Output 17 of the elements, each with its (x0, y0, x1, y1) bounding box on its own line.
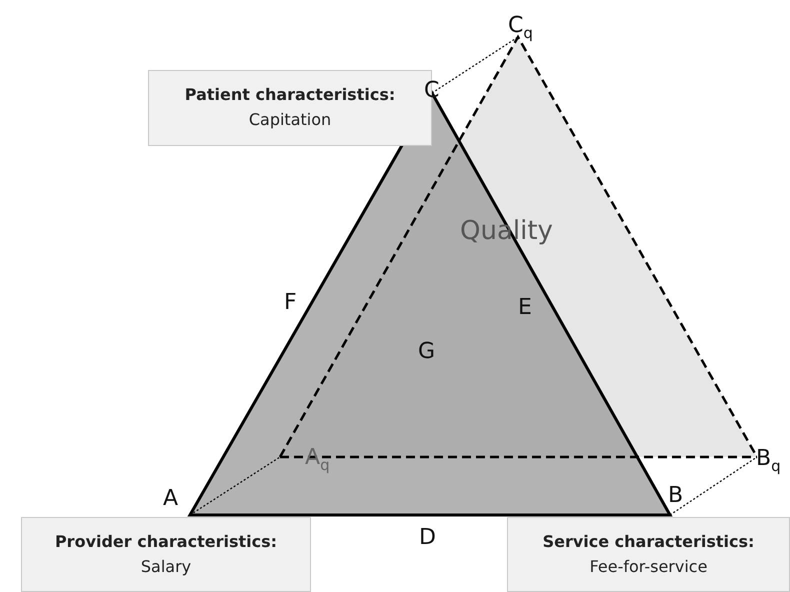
point-label: B (668, 485, 684, 507)
point-label: F (284, 292, 297, 314)
box-text: Capitation (248, 109, 332, 131)
point-label: B$_{q}$ (756, 448, 781, 474)
box-heading: Service characteristics: (542, 530, 754, 553)
box-heading: Provider characteristics: (54, 530, 278, 553)
point-label: G (418, 341, 436, 363)
box-text: Salary (140, 556, 192, 578)
point-label: C$_{q}$ (508, 15, 533, 41)
box-text: Fee-for-service (590, 556, 708, 578)
point-label: D (419, 527, 436, 549)
text-box (21, 517, 311, 592)
point-label: E (518, 297, 532, 319)
point-label: A (163, 488, 178, 510)
point-label: C (424, 80, 440, 102)
text-box (507, 517, 790, 592)
box-heading: Patient characteristics: (184, 84, 396, 106)
